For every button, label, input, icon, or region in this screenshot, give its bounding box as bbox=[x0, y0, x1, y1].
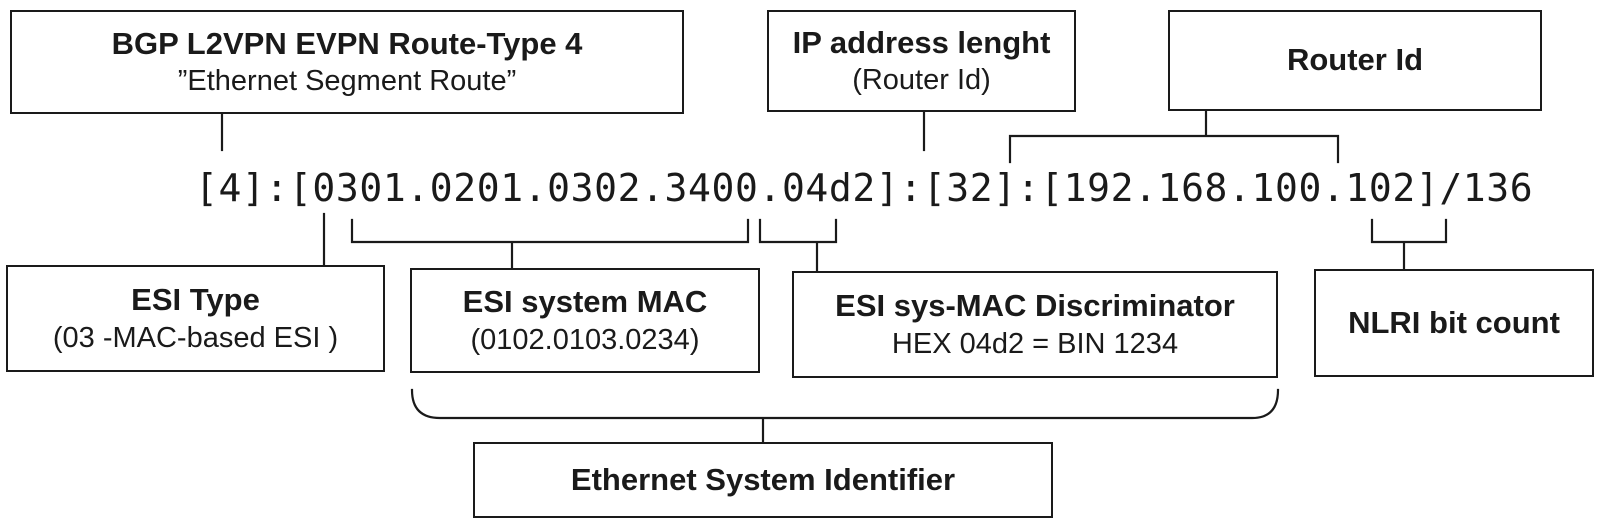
nlri-title: NLRI bit count bbox=[1348, 304, 1560, 340]
ip-length-title: IP address lenght bbox=[792, 24, 1051, 60]
router-id-bracket bbox=[1008, 109, 1340, 164]
router-id-box: Router Id bbox=[1168, 10, 1542, 111]
esi-type-subtitle: (03 -MAC-based ESI ) bbox=[52, 321, 339, 354]
router-id-title: Router Id bbox=[1286, 42, 1424, 78]
esi-box: Ethernet System Identifier bbox=[473, 442, 1053, 518]
esi-mac-bracket bbox=[350, 218, 750, 270]
esi-disc-box: ESI sys-MAC Discriminator HEX 04d2 = BIN… bbox=[792, 271, 1278, 378]
esi-disc-bracket bbox=[758, 218, 838, 273]
esi-type-box: ESI Type (03 -MAC-based ESI ) bbox=[6, 265, 385, 372]
route-type-title: BGP L2VPN EVPN Route-Type 4 bbox=[111, 25, 583, 61]
ip-length-box: IP address lenght (Router Id) bbox=[767, 10, 1076, 112]
route-type-box: BGP L2VPN EVPN Route-Type 4 ”Ethernet Se… bbox=[10, 10, 684, 114]
esi-title: Ethernet System Identifier bbox=[570, 461, 956, 497]
nlri-bracket bbox=[1370, 218, 1448, 271]
route-string: [4]:[0301.0201.0302.3400.04d2]:[32]:[192… bbox=[195, 166, 1534, 210]
esi-curly-brace bbox=[410, 388, 1280, 444]
esi-mac-subtitle: (0102.0103.0234) bbox=[470, 323, 700, 356]
esi-mac-title: ESI system MAC bbox=[462, 284, 708, 319]
esi-disc-subtitle: HEX 04d2 = BIN 1234 bbox=[891, 327, 1179, 360]
esi-type-title: ESI Type bbox=[131, 282, 260, 317]
ip-length-subtitle: (Router Id) bbox=[852, 64, 991, 97]
esi-disc-title: ESI sys-MAC Discriminator bbox=[835, 288, 1235, 323]
route-type-subtitle: ”Ethernet Segment Route” bbox=[177, 65, 517, 98]
esi-mac-box: ESI system MAC (0102.0103.0234) bbox=[410, 268, 760, 373]
nlri-box: NLRI bit count bbox=[1314, 269, 1594, 377]
